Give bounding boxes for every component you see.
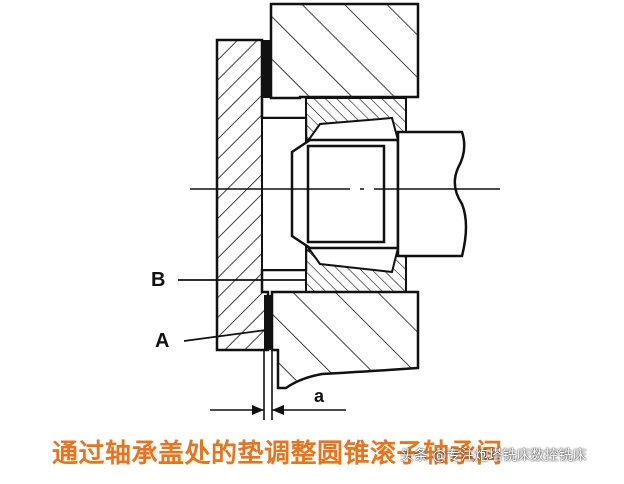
housing-upper [269,2,420,100]
label-a: A [155,330,170,352]
shaft [396,130,468,258]
leader-a [183,329,267,342]
watermark: 头条 @专注炮塔铣床数控铣床 [400,448,587,464]
label-b: B [151,269,166,291]
label-gap-a: a [314,386,325,406]
caption: 通过轴承盖处的垫调整圆锥滚子轴承间 [52,439,503,469]
housing-lower [270,290,420,390]
arrow-left [252,405,264,415]
inner-ring-bore [306,144,386,244]
arrow-right [272,405,284,415]
shim-a [264,295,272,350]
shim-upper [262,40,271,98]
